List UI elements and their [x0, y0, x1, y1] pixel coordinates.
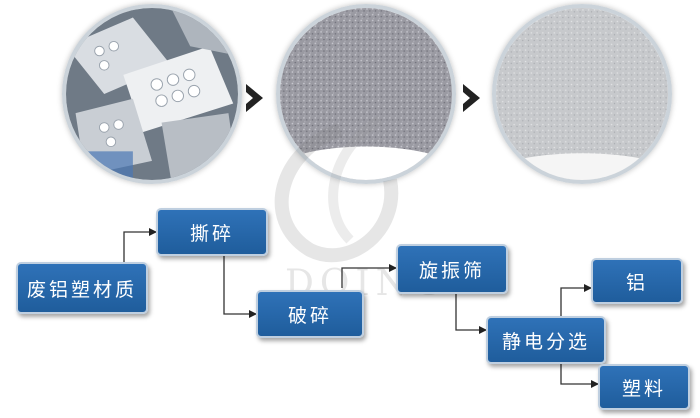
aluminum-output-label: 铝 [625, 271, 648, 294]
shred-step-label: 撕碎 [189, 222, 234, 245]
crush-step-label: 破碎 [287, 304, 332, 327]
scrap-blister-photo [62, 4, 242, 184]
plastic-output-label: 塑料 [621, 377, 666, 400]
electrostatic-step-box: 静电分选 [486, 316, 606, 364]
sieve-step-box: 旋振筛 [396, 244, 508, 294]
aluminum-output-box: 铝 [591, 258, 683, 304]
crushed-powder-photo [276, 4, 456, 184]
plastic-output-box: 塑料 [598, 364, 690, 410]
input-material-box: 废铝塑材质 [16, 262, 148, 314]
sieve-step-label: 旋振筛 [418, 259, 485, 282]
chevron-right-icon [460, 82, 484, 114]
electrostatic-step-label: 静电分选 [501, 330, 590, 353]
shred-step-box: 撕碎 [156, 208, 268, 256]
fine-powder-photo [492, 4, 672, 184]
input-material-label: 废铝塑材质 [26, 278, 137, 301]
crush-step-box: 破碎 [256, 290, 364, 338]
chevron-right-icon [243, 82, 267, 114]
